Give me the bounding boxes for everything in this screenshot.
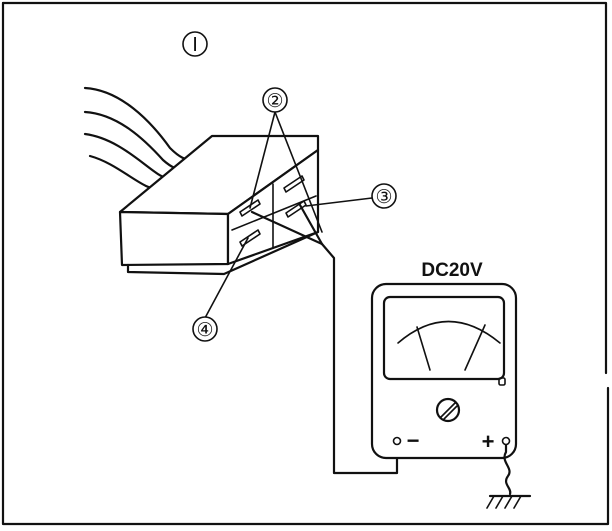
callout-3: ③ <box>371 183 397 209</box>
leader-lines <box>204 111 373 319</box>
meter-scale-arc <box>397 320 501 344</box>
meter-body <box>370 282 518 460</box>
figure-number: Ⅰ <box>182 31 208 57</box>
ground-lead <box>503 443 512 496</box>
negative-terminal[interactable] <box>392 436 402 446</box>
ground-icon <box>486 494 532 509</box>
positive-terminal-label: + <box>482 429 495 454</box>
voltmeter: DC20V − + <box>370 260 518 460</box>
terminal-slots <box>239 175 307 247</box>
meter-indicator <box>498 377 506 386</box>
meter-dial-window <box>382 295 506 381</box>
connector-block <box>118 134 320 276</box>
negative-terminal-label: − <box>407 428 420 453</box>
callout-4: ④ <box>192 316 218 342</box>
callout-3-label: ③ <box>375 187 392 208</box>
meter-needle-right <box>464 324 486 371</box>
figure-number-label: Ⅰ <box>192 35 198 56</box>
probe-wire <box>250 203 399 475</box>
meter-range-label: DC20V <box>421 260 483 281</box>
meter-needle-left <box>416 326 431 371</box>
callout-2-label: ② <box>266 91 283 112</box>
callout-2: ② <box>262 87 288 113</box>
callout-4-label: ④ <box>196 320 213 341</box>
zero-adjust-screw-icon[interactable] <box>435 397 461 423</box>
